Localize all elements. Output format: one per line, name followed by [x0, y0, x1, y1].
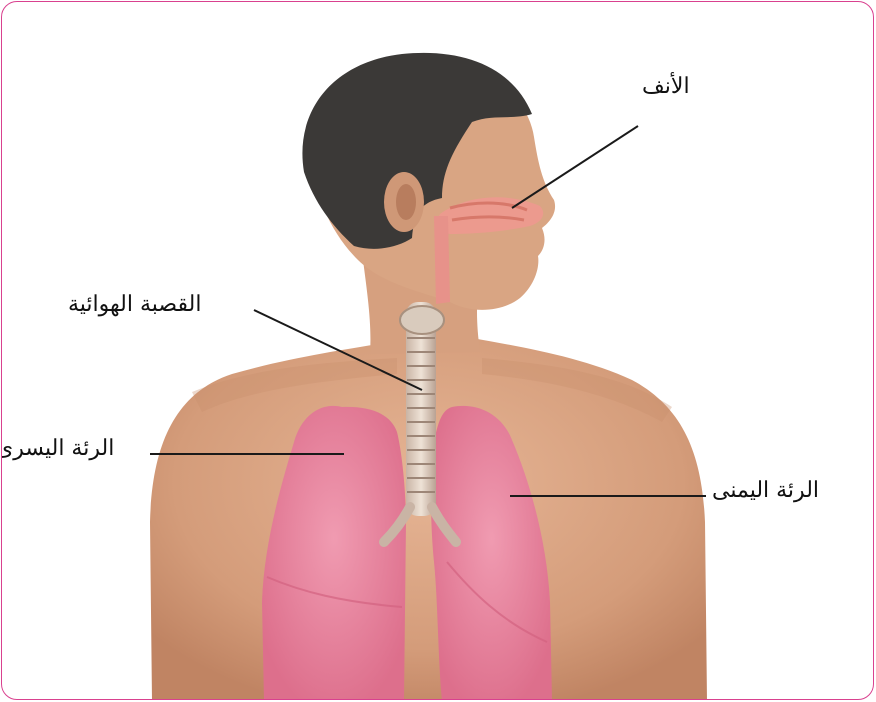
label-right-lung: الرئة اليمنى: [712, 480, 819, 502]
larynx: [400, 306, 444, 334]
label-nose: الأنف: [642, 76, 690, 98]
label-left-lung: الرئة اليسرى: [1, 438, 114, 460]
ear-inner: [396, 184, 416, 220]
pharynx: [434, 216, 450, 304]
label-trachea: القصبة الهوائية: [68, 294, 201, 316]
